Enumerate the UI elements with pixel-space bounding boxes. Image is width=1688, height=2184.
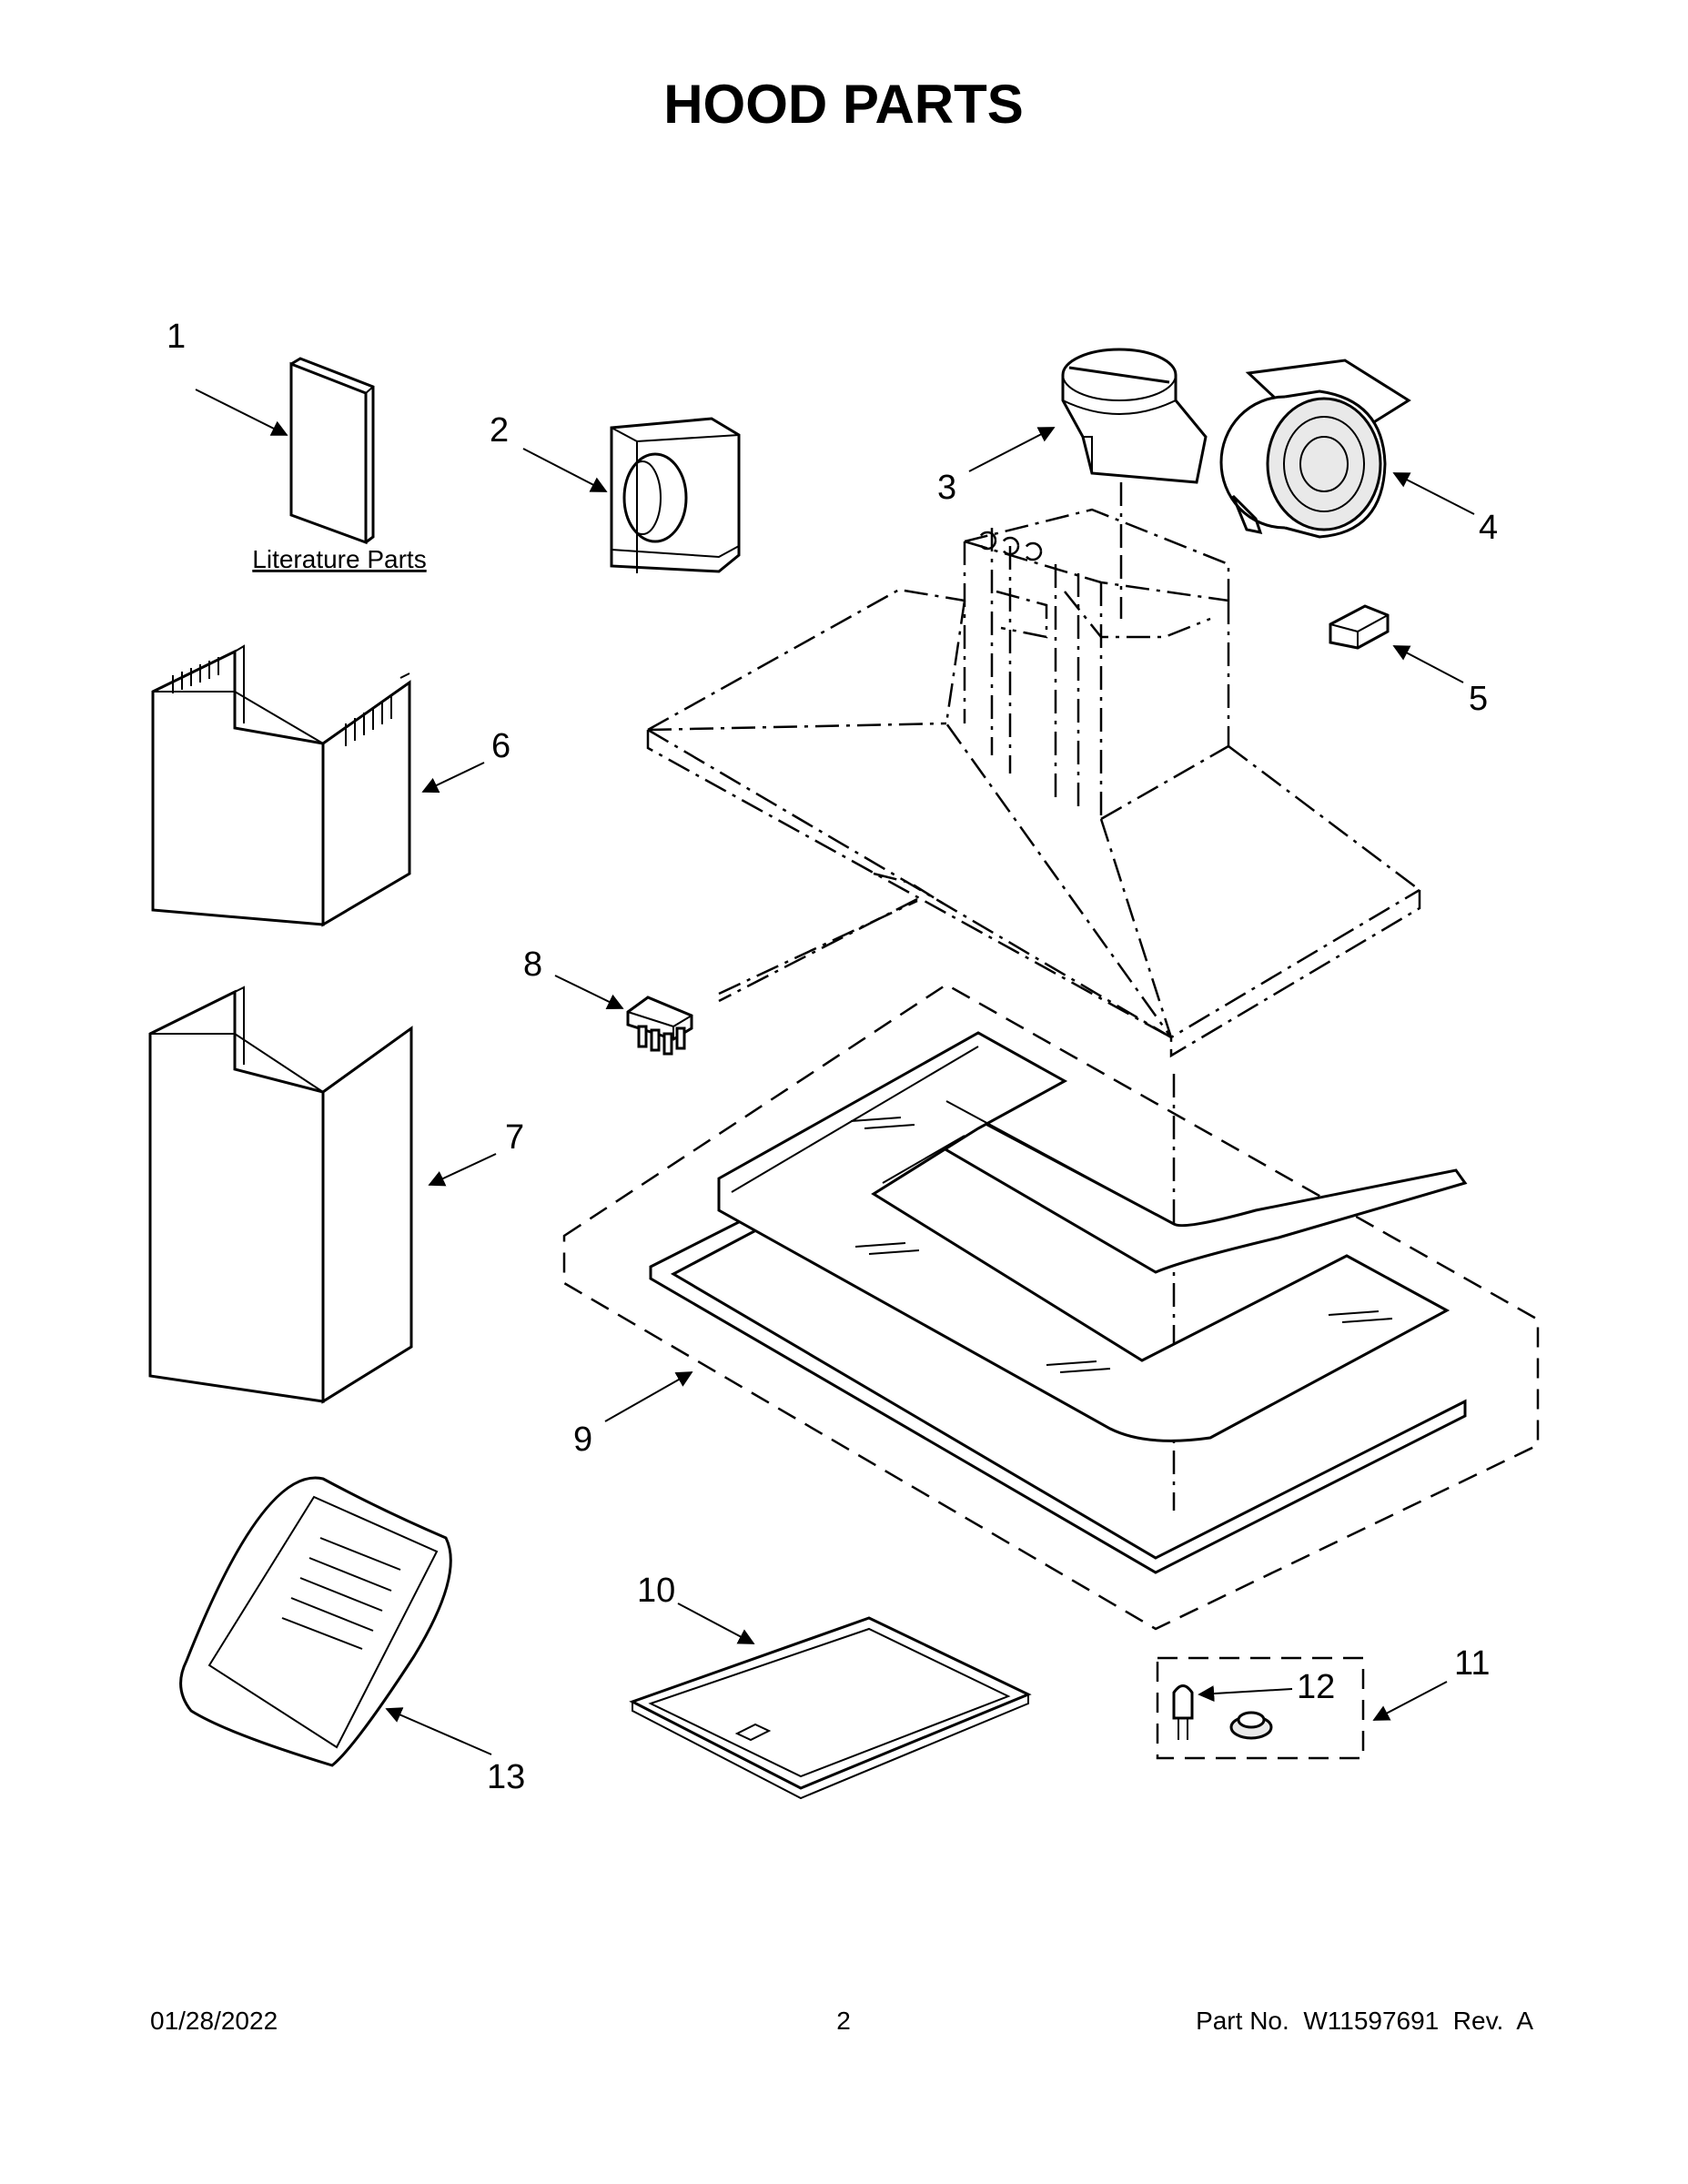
callout-4-arrow bbox=[1392, 472, 1475, 515]
part-5-switch-clip bbox=[1329, 604, 1390, 650]
callout-8-arrow bbox=[554, 975, 624, 1010]
callout-1: 1 bbox=[167, 318, 186, 356]
footer-date: 01/28/2022 bbox=[150, 2007, 278, 2035]
literature-parts-label: Literature Parts bbox=[252, 545, 426, 573]
callout-5-arrow bbox=[1392, 645, 1464, 683]
page-title: HOOD PARTS bbox=[663, 74, 1024, 135]
callout-11-arrow bbox=[1372, 1681, 1448, 1721]
part-12-bulb bbox=[1172, 1684, 1273, 1740]
part-3-damper bbox=[1061, 348, 1208, 484]
part-10-grease-filter bbox=[629, 1616, 1032, 1800]
callout-13-arrow bbox=[385, 1707, 492, 1755]
part-4-blower bbox=[1219, 359, 1411, 539]
callout-13: 13 bbox=[487, 1758, 525, 1796]
callout-9-arrow bbox=[604, 1371, 693, 1422]
part-11-light-kit bbox=[1156, 1656, 1365, 1760]
callout-7-arrow bbox=[428, 1153, 497, 1187]
part-13-parts-bag bbox=[179, 1476, 452, 1767]
callout-7: 7 bbox=[505, 1118, 524, 1157]
callout-10: 10 bbox=[637, 1572, 675, 1610]
callout-1-arrow bbox=[195, 389, 288, 436]
callout-4: 4 bbox=[1479, 509, 1498, 547]
callout-9: 9 bbox=[573, 1421, 592, 1459]
callout-3-arrow bbox=[968, 427, 1056, 472]
footer-part-number: Part No. W11597691 Rev. A bbox=[1196, 2007, 1533, 2035]
callout-3: 3 bbox=[937, 469, 956, 507]
part-9-trim-frame bbox=[562, 983, 1540, 1631]
callout-11: 11 bbox=[1454, 1644, 1490, 1683]
part-1-literature bbox=[289, 357, 375, 545]
part-6-upper-chimney bbox=[151, 644, 411, 927]
callout-12-arrow bbox=[1198, 1685, 1293, 1703]
callout-6: 6 bbox=[491, 727, 510, 765]
callout-10-arrow bbox=[677, 1603, 755, 1644]
callout-5: 5 bbox=[1469, 680, 1488, 718]
part-8-switch-assembly bbox=[626, 996, 693, 1056]
callout-2: 2 bbox=[490, 411, 509, 450]
callout-6-arrow bbox=[421, 762, 485, 794]
callout-2-arrow bbox=[522, 448, 608, 492]
part-7-lower-chimney bbox=[148, 986, 413, 1404]
hood-body-reference bbox=[646, 508, 1421, 1511]
callout-8: 8 bbox=[523, 945, 542, 984]
callout-12: 12 bbox=[1297, 1668, 1335, 1706]
part-2-duct-adapter bbox=[610, 417, 741, 573]
footer-page-number: 2 bbox=[836, 2007, 851, 2035]
